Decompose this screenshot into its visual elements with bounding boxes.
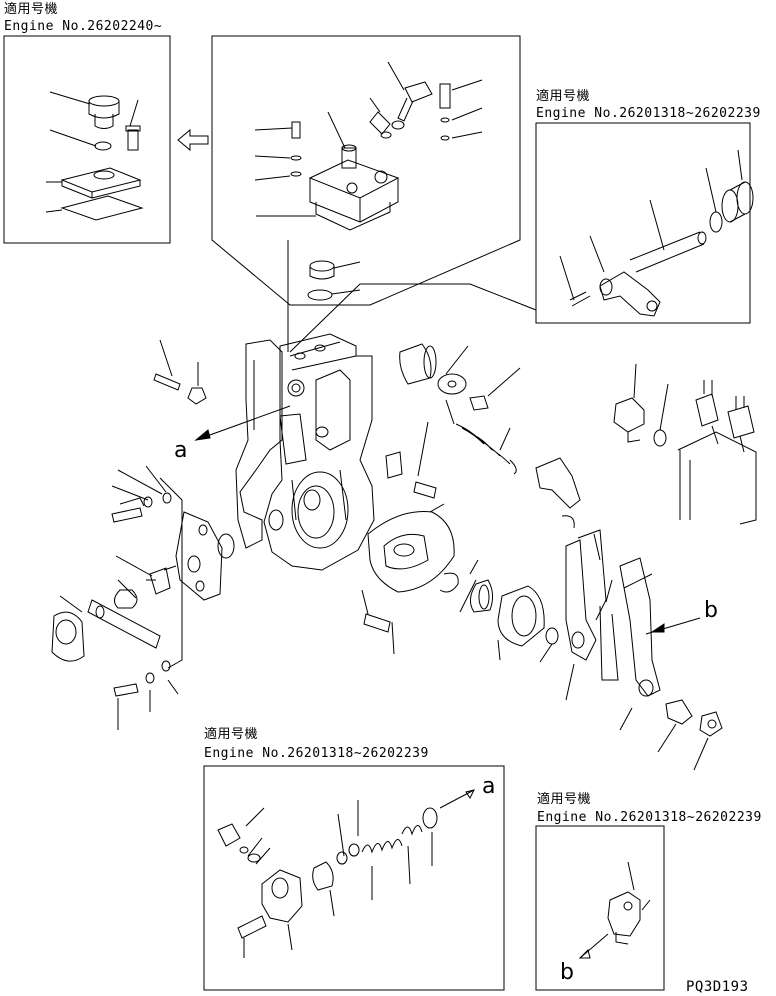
inset-box-bottom-left [204,766,504,990]
inset-box-top-left [4,36,170,243]
applicable-model-label-bottom-right: 適用号機 [537,792,592,807]
inset-box-top-center [212,36,520,305]
bottom-left-inset-parts [218,790,474,958]
engine-range-top-right: Engine No.26201318~26202239 [536,106,761,121]
top-left-inset-parts [46,92,142,220]
engine-range-top-left: Engine No.26202240~ [4,19,163,34]
hollow-arrow-icon [178,130,208,150]
callout-b-main: b [704,598,718,623]
top-right-inset-parts [290,150,753,352]
far-right-parts [614,364,756,524]
inset-box-bottom-right [536,826,664,990]
bottom-right-inset-parts [580,862,650,958]
callout-a-arrow [196,406,290,440]
left-side-parts [52,340,222,730]
applicable-model-label-top-right: 適用号機 [536,89,591,104]
governor-housing [218,334,374,570]
applicable-model-label-bottom-left: 適用号機 [204,727,259,742]
inset-box-top-right [536,123,750,323]
engine-range-bottom-left: Engine No.26201318~26202239 [204,746,429,761]
right-side-levers [562,516,722,770]
engine-range-bottom-right: Engine No.26201318~26202239 [537,810,762,825]
top-center-inset-parts [255,62,482,352]
callout-b-inset: b [560,960,574,985]
callout-a-inset: a [482,774,496,799]
callout-a-arrowhead-icon [196,430,210,440]
center-right-parts [362,344,580,662]
callout-a-main: a [174,438,188,463]
applicable-model-label-top-left: 適用号機 [4,2,59,17]
callout-b-arrowhead-icon [652,624,664,632]
drawing-code: PQ3D193 [686,979,749,995]
